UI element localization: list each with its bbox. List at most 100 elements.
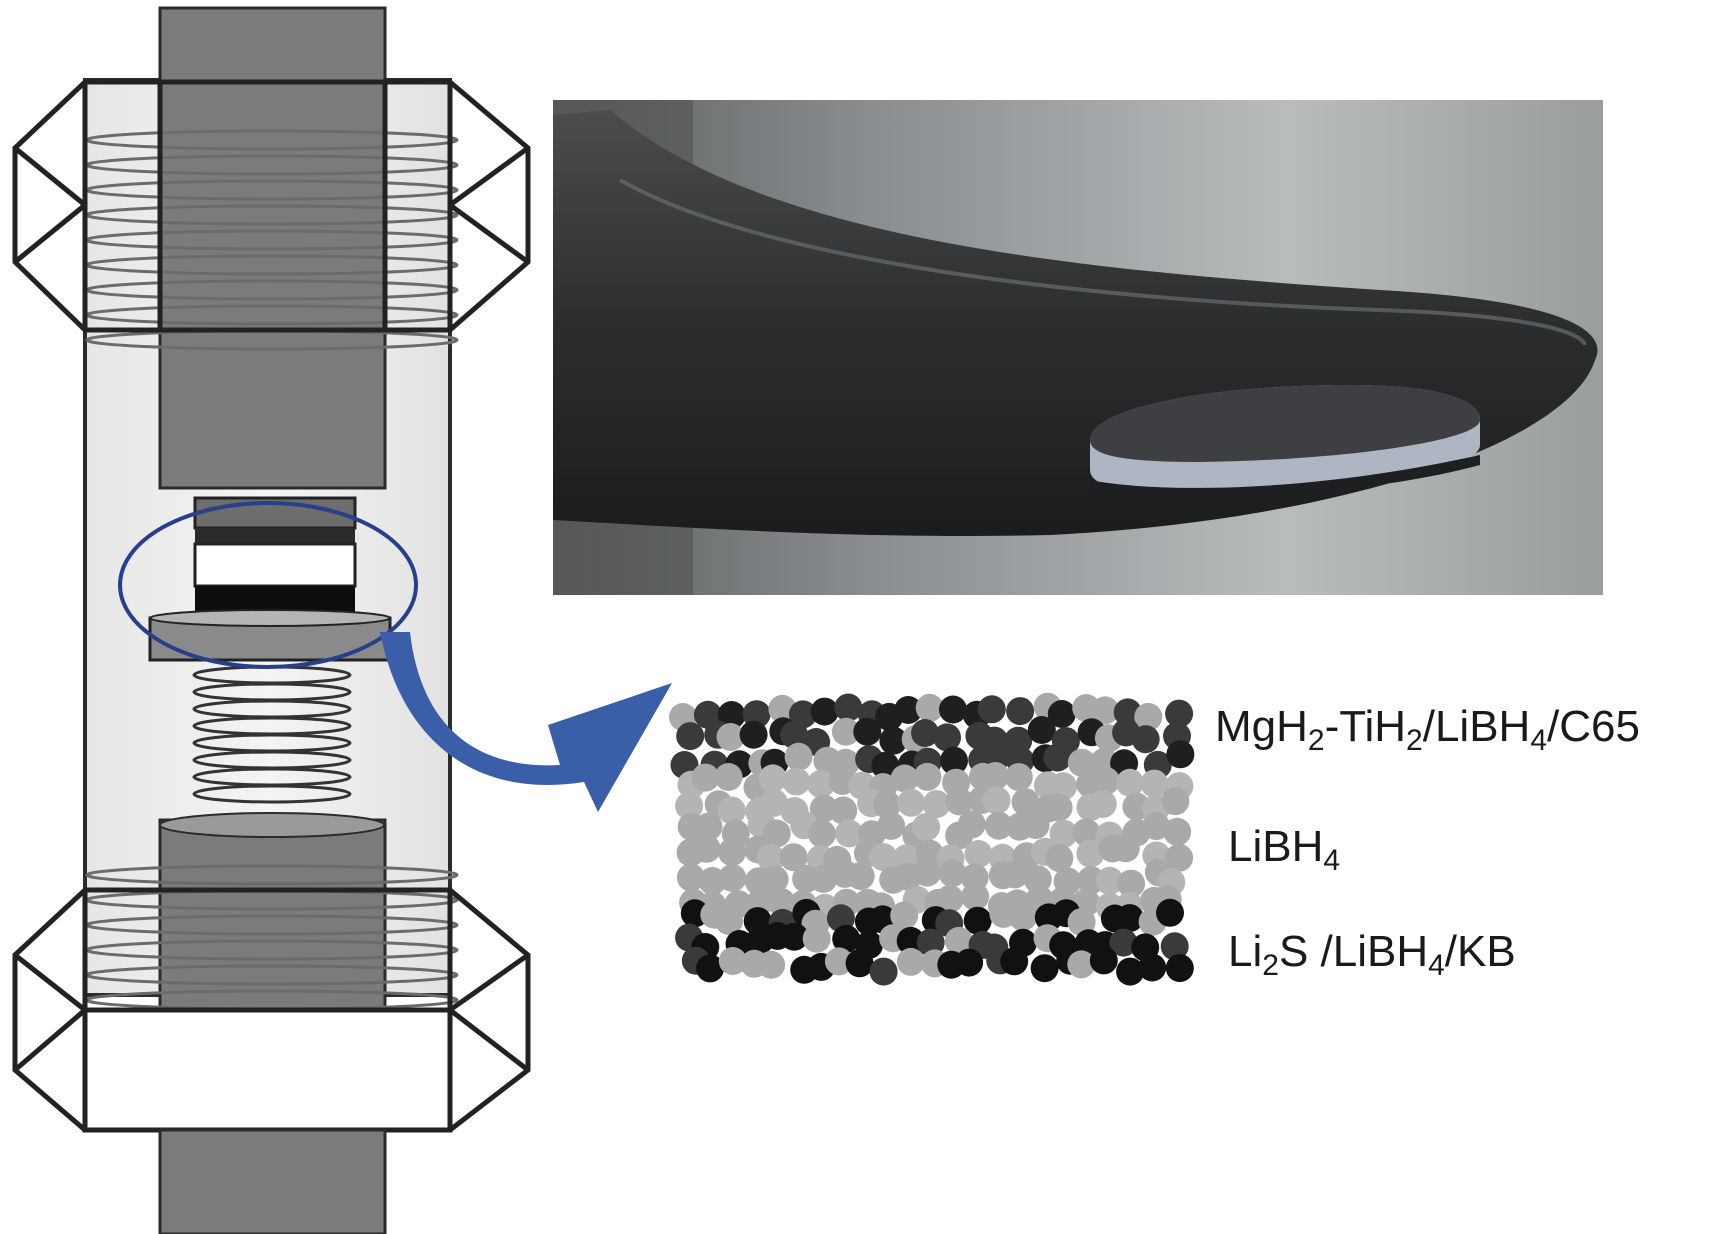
particle [717,796,746,825]
electrolyte-particles [675,762,1194,922]
pellet-photo [553,100,1603,595]
particle [963,906,992,935]
particle [981,762,1010,790]
particle [1109,928,1138,957]
particle [779,843,808,872]
particle [810,697,839,726]
pellet-anode [195,528,355,544]
particle [1131,725,1160,754]
particle [1091,766,1120,795]
particle [1021,811,1050,840]
particle [1023,865,1052,894]
particle-layers [669,692,1195,986]
particle [890,901,919,930]
particle [869,957,898,986]
particle [1140,769,1169,798]
particle [879,726,908,755]
particle [1111,834,1140,863]
particle [940,746,968,775]
particle [869,843,898,872]
particle [1165,699,1194,728]
particle [742,700,771,729]
zoom-highlight-ellipse [118,501,418,669]
particle [1067,908,1096,937]
particle [939,695,967,724]
particle [938,859,967,888]
particle [1138,953,1167,982]
particle [1000,860,1029,889]
particle [957,810,986,839]
particle [1163,817,1192,846]
particle [718,947,747,975]
particle [1000,947,1029,976]
particle [718,864,747,892]
particle [808,819,836,848]
label-anode-composite: MgH2-TiH2/LiBH4/C65 [1215,702,1640,757]
particle [762,819,791,848]
particle [1115,904,1144,933]
lower-nut-face [82,1007,453,1133]
particle [675,791,704,820]
particle [1067,950,1096,979]
particle [873,790,902,819]
upper-hex-nut [12,79,531,333]
particle [1044,793,1073,822]
particle [922,790,951,819]
particle [757,950,786,979]
particle [896,926,925,955]
particle [718,838,746,867]
particle [1142,812,1171,841]
particle [1156,898,1184,927]
particle [1160,932,1189,961]
lower-rod-exit [158,1128,387,1234]
particle [933,723,961,752]
particle [780,720,809,749]
particle [911,719,940,747]
particle [806,770,835,799]
particle [913,858,942,887]
particle [897,788,926,817]
particle [717,701,746,729]
particle [834,693,863,722]
particle [715,907,743,936]
particle [1067,748,1096,777]
particle [912,813,941,842]
particle [714,763,743,791]
particle [945,787,974,816]
particle [829,796,858,825]
particle [824,947,853,976]
particle [767,888,796,917]
particle [1011,788,1040,817]
particle [835,819,864,848]
particle [1072,818,1101,847]
particle [845,949,874,978]
particle [692,834,721,863]
particle [961,882,990,911]
particle [716,723,745,751]
particle [982,786,1011,815]
particle [1047,700,1076,728]
particle [739,720,768,749]
particle [802,924,831,953]
particle [809,864,838,893]
particle [1030,954,1059,983]
label-solid-electrolyte: LiBH4 [1228,822,1341,877]
zoom-arrow [380,632,672,812]
label-cathode-composite: Li2S /LiBH4/KB [1228,927,1516,982]
particle [1049,772,1078,801]
particle [977,695,1006,724]
particle [915,693,944,722]
pellet-electrolyte [193,542,357,588]
particle [780,922,809,951]
particle [1165,954,1194,983]
cathode-particles [675,898,1194,986]
particle [696,954,725,983]
particle [1089,946,1118,975]
particle [1116,957,1145,986]
particle [916,928,945,957]
particle [1134,702,1163,731]
particle [760,865,789,894]
particle [1008,903,1037,932]
particle [935,884,964,913]
